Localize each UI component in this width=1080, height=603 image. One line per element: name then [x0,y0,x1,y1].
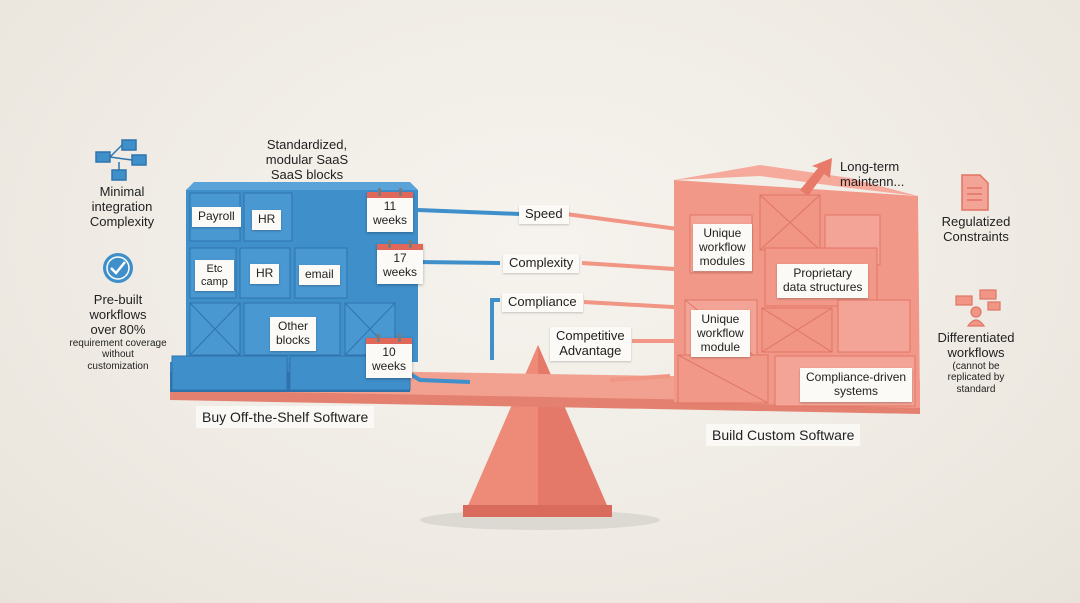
factor-complexity: Complexity [503,254,580,273]
document-icon [961,174,989,211]
checkmark-icon [103,253,133,283]
people-flow-icon [955,289,1001,327]
tag-hr-2: HR [250,264,280,284]
tag-hr: HR [252,210,282,230]
tag-payroll: Payroll [192,207,241,227]
fulcrum [463,345,612,517]
factor-compliance: Compliance [502,293,583,312]
growth-arrow [800,158,832,196]
integration-complexity-label: Minimal integration Complexity [89,184,155,229]
standardized-blocks-label: Standardized, modular SaaS SaaS blocks [265,137,349,182]
prebuilt-workflows-label: Pre-built workflows over 80% requirement… [69,292,167,372]
tag-email: email [299,265,340,285]
factor-speed: Speed [519,205,569,224]
network-icon [95,139,147,181]
buy-caption: Buy Off-the-Shelf Software [196,406,375,428]
build-caption: Build Custom Software [706,424,861,446]
